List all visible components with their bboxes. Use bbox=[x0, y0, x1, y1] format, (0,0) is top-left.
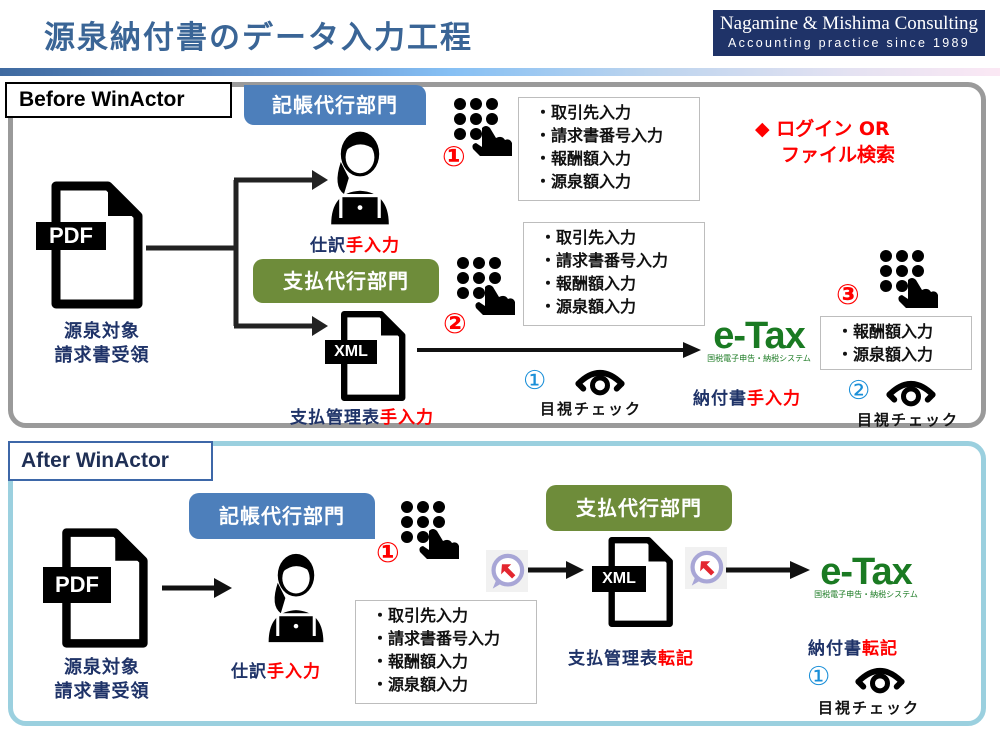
list-item: 報酬額入力 bbox=[372, 650, 536, 673]
after-payment-slip-caption: 納付書転記 bbox=[808, 639, 898, 659]
before-step3-list: 報酬額入力 源泉額入力 bbox=[820, 316, 972, 370]
after-person-laptop-icon bbox=[258, 550, 334, 646]
caption-line1: 源泉対象 bbox=[64, 657, 140, 678]
list-item: 報酬額入力 bbox=[535, 147, 699, 170]
before-step2-keypad-icon bbox=[455, 255, 515, 315]
caption-line2: 請求書受領 bbox=[54, 345, 150, 366]
list-item: 請求書番号入力 bbox=[372, 627, 536, 650]
list-item: 取引先入力 bbox=[540, 226, 704, 249]
before-payment-table-caption: 支払管理表手入力 bbox=[290, 408, 434, 428]
after-etax-logo: e-Tax 国税電子申告・納税システム bbox=[808, 551, 924, 600]
login-note-line1: ◆ ログイン OR bbox=[755, 118, 890, 140]
caption-line1: 源泉対象 bbox=[64, 321, 140, 342]
after-arrow-to-xml bbox=[528, 561, 584, 579]
before-step3-number: ③ bbox=[836, 278, 860, 311]
before-check2-number: ② bbox=[847, 376, 871, 406]
after-dept-payment: 支払代行部門 bbox=[546, 485, 732, 531]
list-item: 請求書番号入力 bbox=[535, 124, 699, 147]
pdf-label: PDF bbox=[43, 567, 111, 603]
after-pdf-document-icon: PDF bbox=[43, 527, 153, 647]
list-item: 源泉額入力 bbox=[372, 673, 536, 696]
after-step1-list: 取引先入力 請求書番号入力 報酬額入力 源泉額入力 bbox=[355, 600, 537, 704]
xml-label: XML bbox=[325, 340, 377, 364]
company-logo: Nagamine & Mishima Consulting Accounting… bbox=[713, 10, 985, 56]
before-step2-number: ② bbox=[443, 307, 467, 340]
before-dept-bookkeeping: 記帳代行部門 bbox=[244, 85, 426, 125]
login-note-line2: ファイル検索 bbox=[781, 144, 896, 166]
before-etax-logo: e-Tax 国税電子申告・納税システム bbox=[700, 315, 818, 364]
before-panel bbox=[8, 82, 986, 428]
after-step1-keypad-icon bbox=[399, 499, 459, 559]
before-check2-label: 目視チェック bbox=[857, 411, 960, 429]
after-panel bbox=[8, 441, 986, 726]
header-divider bbox=[0, 68, 1000, 76]
logo-tagline: Accounting practice since 1989 bbox=[727, 36, 971, 50]
before-step3-keypad-icon bbox=[878, 248, 938, 308]
xml-label: XML bbox=[592, 566, 646, 592]
before-xml-document-icon: XML bbox=[325, 310, 410, 405]
after-payment-table-caption: 支払管理表転記 bbox=[568, 649, 694, 669]
after-step1-number: ① bbox=[376, 536, 400, 569]
list-item: 請求書番号入力 bbox=[540, 249, 704, 272]
after-check1-number: ① bbox=[807, 662, 831, 692]
list-item: 源泉額入力 bbox=[540, 295, 704, 318]
after-label: After WinActor bbox=[8, 441, 213, 481]
etax-logo-subtitle: 国税電子申告・納税システム bbox=[814, 590, 918, 599]
page-title: 源泉納付書のデータ入力工程 bbox=[44, 20, 473, 56]
before-payment-slip-caption: 納付書手入力 bbox=[693, 389, 801, 409]
before-source-caption: 源泉対象 請求書受領 bbox=[52, 320, 152, 368]
winactor-robot-icon bbox=[685, 545, 727, 591]
caption-line2: 請求書受領 bbox=[54, 681, 150, 702]
pdf-label: PDF bbox=[36, 222, 106, 250]
before-step1-number: ① bbox=[442, 140, 466, 173]
before-dept-payment: 支払代行部門 bbox=[253, 259, 439, 303]
after-xml-document-icon: XML bbox=[592, 536, 677, 631]
before-check1-label: 目視チェック bbox=[540, 400, 643, 418]
logo-company-name: Nagamine & Mishima Consulting bbox=[719, 13, 979, 34]
list-item: 源泉額入力 bbox=[535, 170, 699, 193]
before-check1-eye-icon bbox=[575, 367, 625, 397]
etax-logo-subtitle: 国税電子申告・納税システム bbox=[707, 354, 811, 363]
before-step1-list: 取引先入力 請求書番号入力 報酬額入力 源泉額入力 bbox=[518, 97, 700, 201]
after-arrow-to-etax bbox=[726, 561, 810, 579]
before-step2-list: 取引先入力 請求書番号入力 報酬額入力 源泉額入力 bbox=[523, 222, 705, 326]
before-person-laptop-icon bbox=[320, 128, 400, 228]
before-arrow-to-etax bbox=[417, 342, 701, 358]
etax-logo-text: e-Tax bbox=[820, 551, 912, 593]
list-item: 取引先入力 bbox=[535, 101, 699, 124]
after-source-caption: 源泉対象 請求書受領 bbox=[47, 656, 157, 704]
after-journal-caption: 仕訳手入力 bbox=[231, 662, 321, 682]
before-label: Before WinActor bbox=[5, 82, 232, 118]
before-branch-arrows bbox=[146, 170, 328, 336]
before-pdf-document-icon: PDF bbox=[36, 180, 146, 315]
list-item: 源泉額入力 bbox=[837, 343, 971, 366]
login-note: ◆ ログイン OR ファイル検索 bbox=[755, 116, 895, 168]
winactor-robot-icon bbox=[486, 548, 528, 594]
after-check1-label: 目視チェック bbox=[818, 699, 921, 717]
list-item: 取引先入力 bbox=[372, 604, 536, 627]
list-item: 報酬額入力 bbox=[837, 320, 971, 343]
list-item: 報酬額入力 bbox=[540, 272, 704, 295]
before-check1-number: ① bbox=[523, 366, 547, 396]
after-dept-bookkeeping: 記帳代行部門 bbox=[189, 493, 375, 539]
after-check1-eye-icon bbox=[855, 665, 905, 695]
after-arrow-pdf-to-journal bbox=[162, 578, 232, 598]
before-journal-caption: 仕訳手入力 bbox=[310, 236, 400, 256]
before-check2-eye-icon bbox=[886, 378, 936, 408]
etax-logo-text: e-Tax bbox=[713, 315, 805, 357]
